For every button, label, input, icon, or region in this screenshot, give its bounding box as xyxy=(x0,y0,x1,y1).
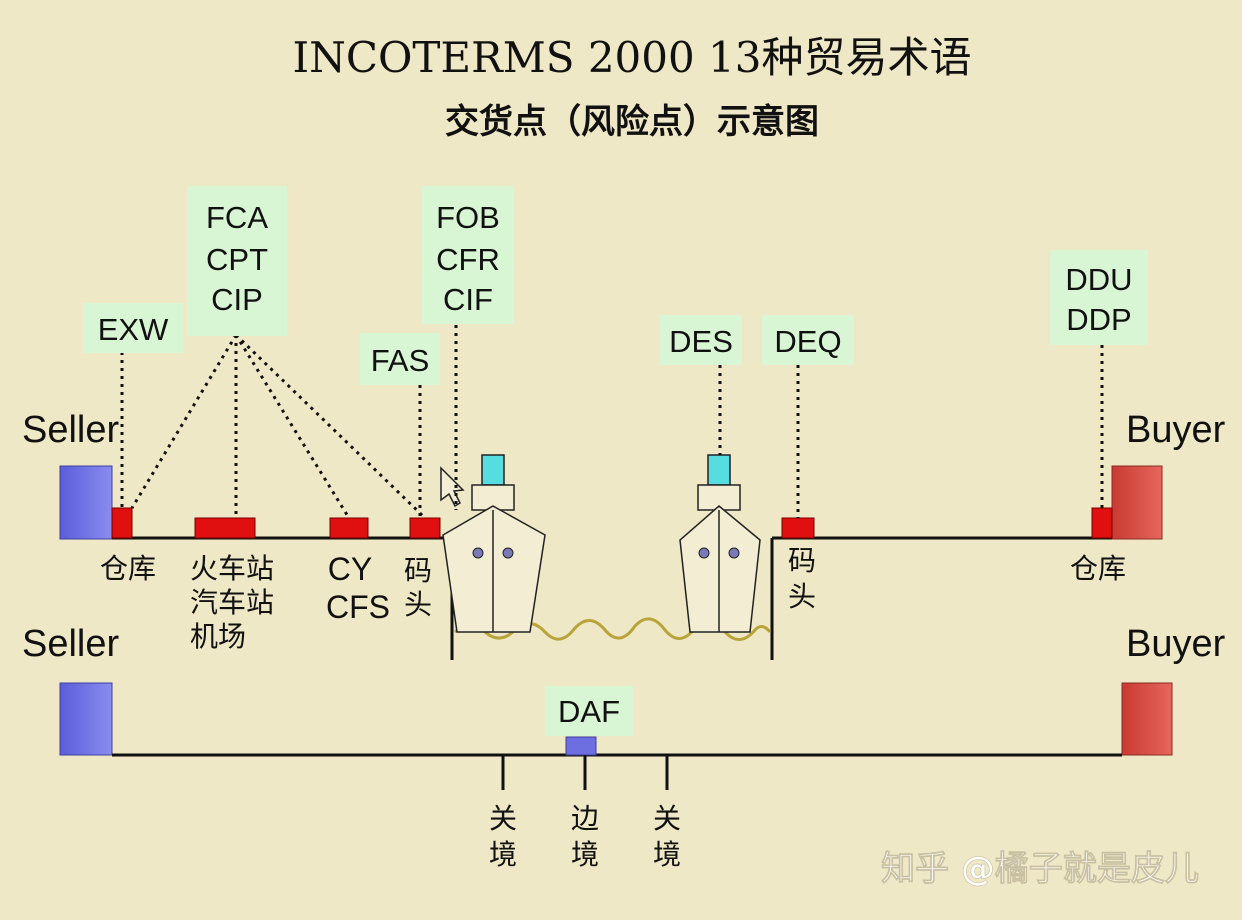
seller-label-bottom: Seller xyxy=(22,623,119,665)
label-box-exw xyxy=(83,303,183,353)
ship-right xyxy=(679,454,761,633)
loc-cy: CY xyxy=(328,551,372,587)
seller-box-top xyxy=(59,465,113,540)
loc-bus-station: 汽车站 xyxy=(190,586,274,619)
buyer-label-bottom: Buyer xyxy=(1126,623,1226,665)
point-port-left xyxy=(409,517,441,539)
buyer-box-top xyxy=(1111,465,1163,540)
label-box-fas xyxy=(360,333,440,385)
loc-seller-warehouse: 仓库 xyxy=(100,552,156,585)
loc-customs-right-1: 关 xyxy=(653,802,681,835)
title-sub: 交货点（风险点）示意图 xyxy=(445,102,819,142)
loc-customs-left-2: 境 xyxy=(489,838,517,871)
seller-box-bottom xyxy=(59,682,113,756)
loc-border-2: 境 xyxy=(571,838,599,871)
loc-cfs: CFS xyxy=(326,589,390,625)
loc-customs-left-1: 关 xyxy=(489,802,517,835)
term-fas: FAS xyxy=(371,343,430,378)
loc-port-left-1: 码 xyxy=(404,554,432,587)
term-cpt: CPT xyxy=(206,242,268,277)
term-cif: CIF xyxy=(443,282,493,317)
label-box-ddu xyxy=(1050,250,1148,345)
term-daf: DAF xyxy=(558,694,620,729)
point-port-right xyxy=(781,517,815,539)
pointer-arrow-icon xyxy=(440,466,465,508)
term-ddp: DDP xyxy=(1066,302,1131,337)
loc-port-right-1: 码 xyxy=(788,544,816,577)
point-buyer-warehouse xyxy=(1091,507,1113,539)
term-cip: CIP xyxy=(211,282,263,317)
term-deq: DEQ xyxy=(774,324,841,359)
point-exw xyxy=(111,507,133,539)
loc-port-left-2: 头 xyxy=(404,588,432,621)
term-fca: FCA xyxy=(206,200,268,235)
buyer-label-top: Buyer xyxy=(1126,409,1226,451)
ship-left xyxy=(442,454,546,633)
point-station xyxy=(194,517,256,539)
term-des: DES xyxy=(669,324,733,359)
loc-customs-right-2: 境 xyxy=(653,838,681,871)
loc-buyer-warehouse: 仓库 xyxy=(1070,552,1126,585)
loc-airport: 机场 xyxy=(190,620,246,653)
label-box-des xyxy=(660,315,742,365)
term-cfr: CFR xyxy=(436,242,500,277)
point-daf xyxy=(565,736,597,756)
loc-train-station: 火车站 xyxy=(190,552,274,585)
term-fob: FOB xyxy=(436,200,500,235)
label-box-fob xyxy=(422,186,514,324)
label-box-deq xyxy=(762,315,854,365)
loc-port-right-2: 头 xyxy=(788,580,816,613)
label-box-daf xyxy=(545,686,633,736)
seller-label-top: Seller xyxy=(22,409,119,451)
label-box-fca xyxy=(187,186,287,336)
watermark: 知乎 @橘子就是皮儿 xyxy=(881,849,1199,889)
term-exw: EXW xyxy=(98,312,169,347)
buyer-box-bottom xyxy=(1121,682,1173,756)
term-ddu: DDU xyxy=(1065,262,1132,297)
loc-border-1: 边 xyxy=(571,802,599,835)
point-cy xyxy=(329,517,369,539)
title-main: INCOTERMS 2000 13种贸易术语 xyxy=(292,33,971,82)
dotted-connectors xyxy=(120,325,1104,520)
